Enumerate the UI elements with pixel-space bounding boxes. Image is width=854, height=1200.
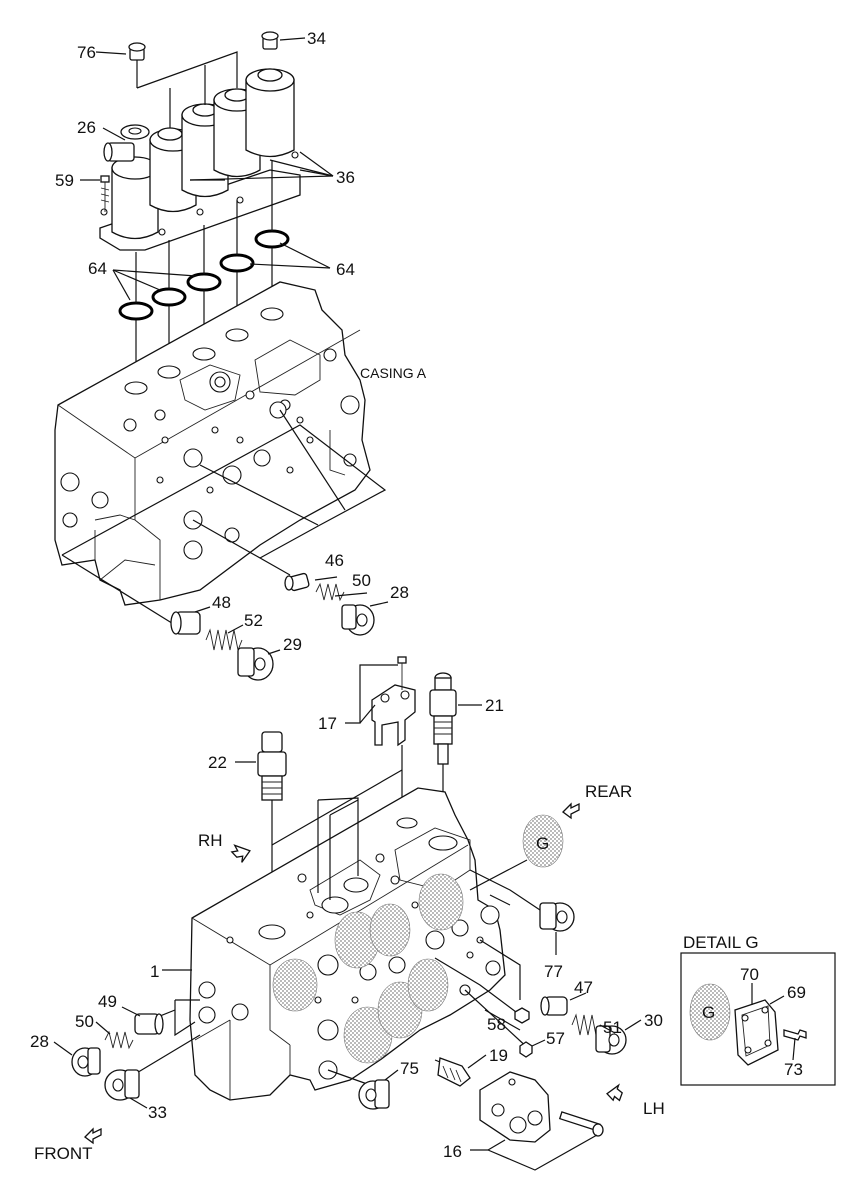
detail-g-title: DETAIL G <box>683 933 759 952</box>
g-label-detail: G <box>702 1003 715 1022</box>
callout-21: 21 <box>485 696 504 715</box>
plug-77 <box>539 902 575 932</box>
callout-30: 30 <box>644 1011 663 1030</box>
rh-arrow-icon <box>230 844 251 863</box>
callout-47: 47 <box>574 978 593 997</box>
block-16 <box>479 1071 604 1143</box>
spring-50-lower <box>104 1030 134 1050</box>
bolt-59 <box>100 175 110 212</box>
callout-50-upper: 50 <box>352 571 371 590</box>
detail-g-panel <box>680 952 836 1086</box>
callout-64-left: 64 <box>88 259 107 278</box>
callout-26: 26 <box>77 118 96 137</box>
plug-34 <box>261 31 279 50</box>
callout-51: 51 <box>603 1018 622 1037</box>
callout-28-lower: 28 <box>30 1032 49 1051</box>
screw-57 <box>519 1041 533 1058</box>
casing-a-leaders <box>61 409 387 626</box>
callout-75: 75 <box>400 1059 419 1078</box>
lh-arrow-icon <box>606 1083 623 1102</box>
bracket-17 <box>371 656 416 747</box>
fitting-26 <box>103 124 150 162</box>
callout-50-lower: 50 <box>75 1012 94 1031</box>
callout-33: 33 <box>148 1103 167 1122</box>
g-shaded-areas <box>272 814 564 1064</box>
front-label: FRONT <box>34 1144 93 1163</box>
spring-50-upper <box>315 582 345 602</box>
g-label-main: G <box>536 834 549 853</box>
plug-28-upper <box>341 604 375 636</box>
rh-label: RH <box>198 831 223 850</box>
lower-leaders <box>124 769 556 1086</box>
relief-valve-22 <box>257 731 287 801</box>
plug-29 <box>237 647 274 681</box>
solenoid-1 <box>111 156 159 240</box>
valve-19 <box>437 1057 471 1087</box>
callout-17: 17 <box>318 714 337 733</box>
callout-49: 49 <box>98 992 117 1011</box>
front-arrow-icon <box>84 1127 102 1145</box>
callout-57: 57 <box>546 1029 565 1048</box>
callout-46: 46 <box>325 551 344 570</box>
plug-30 <box>595 1025 627 1055</box>
callout-73: 73 <box>784 1060 803 1079</box>
callout-69: 69 <box>787 983 806 1002</box>
plug-75 <box>358 1079 390 1110</box>
callout-64-right: 64 <box>336 260 355 279</box>
callout-34: 34 <box>307 29 326 48</box>
callout-29: 29 <box>283 635 302 654</box>
callout-70: 70 <box>740 965 759 984</box>
callout-22: 22 <box>208 753 227 772</box>
solenoid-5 <box>245 68 295 158</box>
casing-a-label: CASING A <box>360 365 427 381</box>
callout-16: 16 <box>443 1142 462 1161</box>
poppet-48 <box>170 611 201 635</box>
callout-labels: 76 34 26 59 36 64 64 CASING A 46 50 28 4… <box>30 29 806 1163</box>
callout-1: 1 <box>150 962 159 981</box>
callout-77: 77 <box>544 962 563 981</box>
rear-arrow-icon <box>562 802 580 820</box>
direction-arrows <box>84 802 623 1145</box>
casing-a-block <box>54 281 371 606</box>
callout-48: 48 <box>212 593 231 612</box>
callout-58: 58 <box>487 1015 506 1034</box>
spring-51 <box>571 1013 601 1037</box>
poppet-49 <box>134 1013 164 1035</box>
callout-28-upper: 28 <box>390 583 409 602</box>
callout-19: 19 <box>489 1046 508 1065</box>
screw-58 <box>514 1007 530 1024</box>
solenoid-valve-group <box>99 31 301 251</box>
plug-28-lower <box>71 1047 101 1077</box>
upper-leaders <box>80 37 334 181</box>
callout-76: 76 <box>77 43 96 62</box>
poppet-47 <box>540 996 568 1016</box>
callout-59: 59 <box>55 171 74 190</box>
plug-33 <box>104 1069 140 1101</box>
callout-36: 36 <box>336 168 355 187</box>
spring-52 <box>205 628 243 652</box>
relief-valve-21 <box>429 672 457 765</box>
plug-76 <box>128 42 146 61</box>
poppet-46 <box>284 572 310 592</box>
lh-label: LH <box>643 1099 665 1118</box>
rear-label: REAR <box>585 782 632 801</box>
callout-52: 52 <box>244 611 263 630</box>
